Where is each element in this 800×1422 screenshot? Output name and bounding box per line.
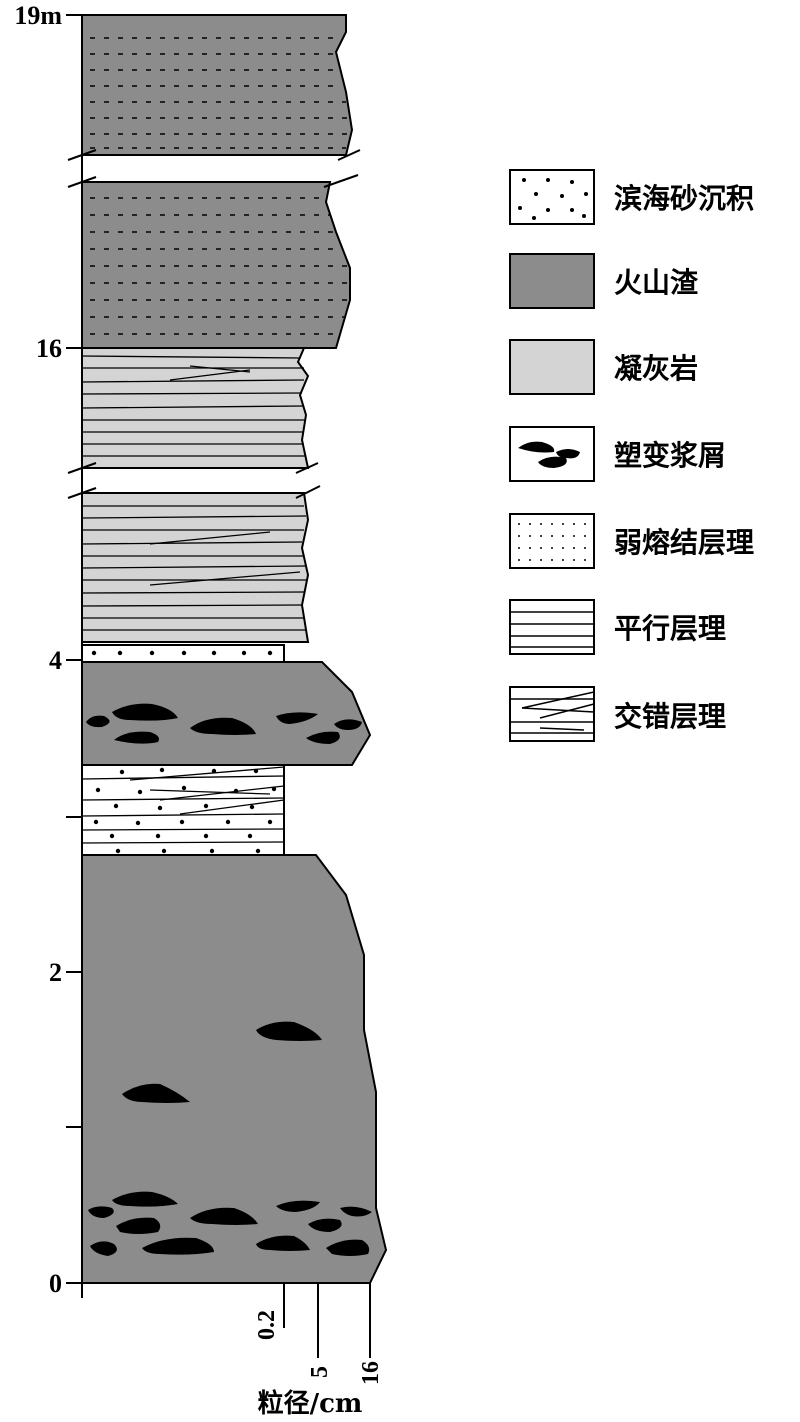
legend-item-coastal-sand: 滨海砂沉积 bbox=[509, 169, 754, 225]
legend-swatch-parallel-lines bbox=[509, 599, 595, 655]
legend-swatch-dark-gray bbox=[509, 253, 595, 309]
y-tick-0: 0 bbox=[49, 1269, 62, 1298]
grain-size-axis-title: 粒径/cm bbox=[258, 1388, 363, 1419]
plastic-pumice-lenses bbox=[86, 703, 372, 1256]
legend-item-plastic-pumice: 塑变浆屑 bbox=[509, 426, 726, 482]
legend-item-scoria: 火山渣 bbox=[509, 253, 699, 309]
legend-label-weakly-welded-bedding: 弱熔结层理 bbox=[614, 526, 754, 559]
legend-label-tuff: 凝灰岩 bbox=[614, 352, 698, 385]
y-tick-2: 2 bbox=[49, 958, 62, 987]
scoria-unit-lower bbox=[81, 854, 388, 1284]
legend-item-tuff: 凝灰岩 bbox=[509, 339, 698, 395]
legend-item-weakly-welded-bedding: 弱熔结层理 bbox=[509, 513, 754, 569]
grain-tick-5: 5 bbox=[307, 1366, 333, 1378]
tuff-unit-lower bbox=[81, 492, 310, 643]
y-tick-16: 16 bbox=[36, 334, 62, 363]
welded-dotted-layer bbox=[81, 644, 285, 663]
sand-unit bbox=[81, 764, 285, 856]
legend-label-plastic-pumice: 塑变浆屑 bbox=[614, 439, 726, 472]
legend-swatch-cross-lines bbox=[509, 686, 595, 742]
legend: 滨海砂沉积 火山渣 凝灰岩 塑变浆屑 bbox=[509, 169, 754, 742]
depth-axis: 19m 16 4 2 0 bbox=[14, 1, 83, 1298]
y-tick-19m: 19m bbox=[14, 1, 62, 30]
legend-label-cross-bedding: 交错层理 bbox=[614, 700, 726, 733]
scoria-unit-upper-2 bbox=[81, 14, 354, 156]
y-tick-4: 4 bbox=[49, 646, 62, 675]
tuff-unit-upper bbox=[81, 347, 310, 469]
legend-swatch-black-lenses bbox=[509, 426, 595, 482]
legend-item-parallel-bedding: 平行层理 bbox=[509, 599, 726, 655]
legend-label-coastal-sand: 滨海砂沉积 bbox=[614, 182, 754, 215]
legend-swatch-light-gray bbox=[509, 339, 595, 395]
legend-label-scoria: 火山渣 bbox=[614, 266, 699, 299]
legend-label-parallel-bedding: 平行层理 bbox=[614, 612, 726, 645]
legend-item-cross-bedding: 交错层理 bbox=[509, 686, 726, 742]
grain-tick-16: 16 bbox=[358, 1361, 384, 1385]
grain-size-axis: 0.2 5 16 粒径/cm bbox=[81, 1283, 384, 1419]
stratigraphic-column bbox=[67, 14, 388, 1284]
section-break-marks bbox=[67, 149, 361, 499]
legend-swatch-dotted-rows bbox=[509, 513, 595, 569]
scoria-unit-upper-1 bbox=[81, 181, 351, 349]
grain-tick-0-2: 0.2 bbox=[254, 1310, 280, 1340]
legend-swatch-sparse-dots bbox=[509, 169, 595, 225]
